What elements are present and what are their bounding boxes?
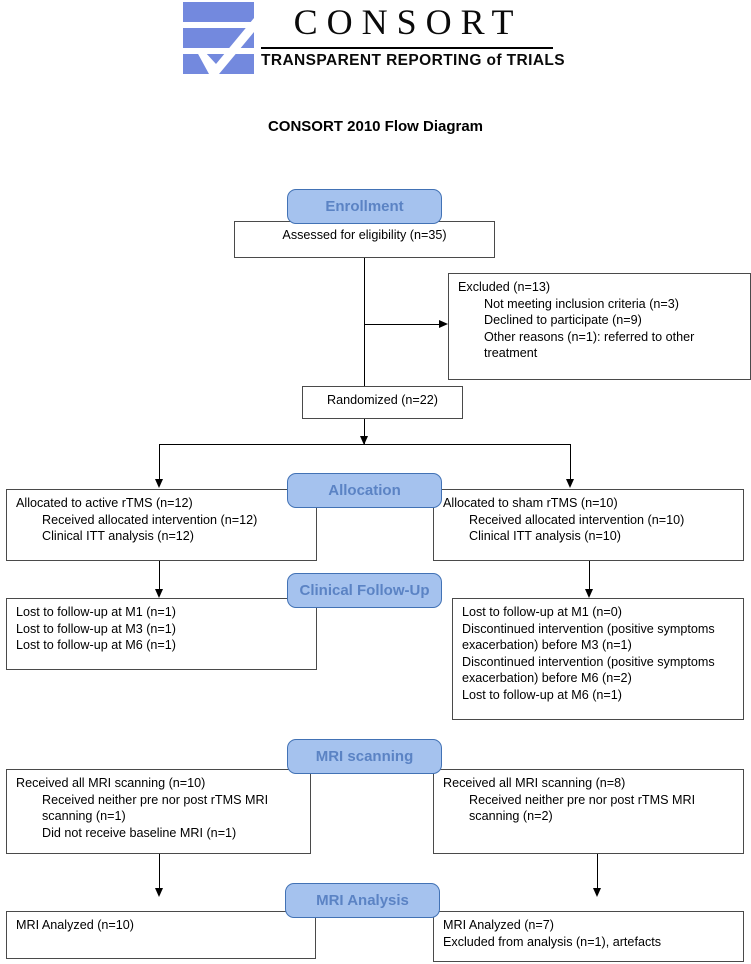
arrow-to-excluded-icon	[439, 320, 448, 328]
mri-scanning-right-heading: Received all MRI scanning (n=8)	[443, 776, 626, 790]
box-allocation-right: Allocated to sham rTMS (n=10) Received a…	[433, 489, 744, 561]
stage-pill-clinical-followup: Clinical Follow-Up	[287, 573, 442, 608]
allocation-left-item: Received allocated intervention (n=12)	[42, 512, 258, 527]
allocation-left-heading: Allocated to active rTMS (n=12)	[16, 496, 193, 510]
mri-analysis-right-item: MRI Analyzed (n=7)	[443, 918, 554, 932]
allocation-right-item: Clinical ITT analysis (n=10)	[469, 529, 621, 543]
followup-left-item: Lost to follow-up at M3 (n=1)	[16, 621, 176, 636]
followup-left-item: Lost to follow-up at M6 (n=1)	[16, 638, 176, 652]
mri-scanning-left-item: Received neither pre nor post rTMS MRI s…	[42, 792, 269, 824]
randomized-text: Randomized (n=22)	[327, 393, 438, 407]
mri-scanning-right-item: Received neither pre nor post rTMS MRI s…	[469, 792, 696, 824]
consort-logo-text: CONSORT TRANSPARENT REPORTING of TRIALS	[261, 2, 566, 78]
arrow-allocation-right-icon	[566, 479, 574, 488]
connector-alloc-to-followup-left	[159, 561, 160, 593]
excluded-reason: Other reasons (n=1): referred to other t…	[484, 329, 695, 361]
mri-scanning-left-heading: Received all MRI scanning (n=10)	[16, 776, 206, 790]
followup-right-item: Discontinued intervention (positive symp…	[462, 654, 715, 686]
mri-analysis-right-item: Excluded from analysis (n=1), artefacts	[443, 934, 662, 949]
connector-to-excluded	[364, 324, 439, 325]
excluded-reason: Not meeting inclusion criteria (n=3)	[484, 296, 679, 311]
connector-allocation-bar	[159, 444, 570, 445]
box-assessed-for-eligibility: Assessed for eligibility (n=35)	[234, 221, 495, 258]
logo-divider	[261, 47, 553, 49]
stage-pill-mri-analysis: MRI Analysis	[285, 883, 440, 918]
consort-tagline: TRANSPARENT REPORTING of TRIALS	[261, 52, 566, 69]
arrow-allocation-left-icon	[155, 479, 163, 488]
mri-scanning-left-item: Did not receive baseline MRI (n=1)	[42, 825, 237, 840]
connector-allocation-left-drop	[159, 444, 160, 484]
followup-right-item: Lost to follow-up at M6 (n=1)	[462, 687, 622, 702]
checkmark-icon	[197, 18, 254, 74]
box-followup-right: Lost to follow-up at M1 (n=0) Discontinu…	[452, 598, 744, 720]
connector-scanning-to-analysis-right	[597, 854, 598, 892]
assessed-text: Assessed for eligibility (n=35)	[282, 228, 447, 242]
arrow-analysis-right-icon	[593, 888, 601, 897]
box-mri-analysis-right: MRI Analyzed (n=7) Excluded from analysi…	[433, 911, 744, 962]
consort-wordmark: CONSORT	[293, 2, 523, 42]
followup-left-item: Lost to follow-up at M1 (n=1)	[16, 605, 176, 619]
allocation-right-heading: Allocated to sham rTMS (n=10)	[443, 496, 618, 510]
page-title: CONSORT 2010 Flow Diagram	[267, 118, 484, 135]
followup-right-item: Discontinued intervention (positive symp…	[462, 621, 715, 653]
arrow-followup-right-icon	[585, 589, 593, 598]
arrow-randomized-split-icon	[360, 436, 368, 445]
arrow-analysis-left-icon	[155, 888, 163, 897]
connector-alloc-to-followup-right	[589, 561, 590, 593]
stage-pill-enrollment: Enrollment	[287, 189, 442, 224]
box-allocation-left: Allocated to active rTMS (n=12) Received…	[6, 489, 317, 561]
followup-right-item: Lost to follow-up at M1 (n=0)	[462, 605, 622, 619]
arrow-followup-left-icon	[155, 589, 163, 598]
excluded-heading: Excluded (n=13)	[458, 280, 551, 294]
box-excluded: Excluded (n=13) Not meeting inclusion cr…	[448, 273, 751, 380]
box-mri-scanning-left: Received all MRI scanning (n=10) Receive…	[6, 769, 311, 854]
stage-pill-allocation: Allocation	[287, 473, 442, 508]
allocation-left-item: Clinical ITT analysis (n=12)	[42, 529, 194, 543]
mri-analysis-left-item: MRI Analyzed (n=10)	[16, 918, 134, 932]
logo-bar-top	[183, 2, 254, 22]
box-mri-scanning-right: Received all MRI scanning (n=8) Received…	[433, 769, 744, 854]
box-mri-analysis-left: MRI Analyzed (n=10)	[6, 911, 316, 959]
consort-logo: CONSORT TRANSPARENT REPORTING of TRIALS	[183, 2, 566, 78]
consort-logo-mark-icon	[183, 2, 254, 74]
connector-randomized-stem	[364, 419, 365, 444]
connector-enrollment-to-randomized	[364, 258, 365, 386]
excluded-reason: Declined to participate (n=9)	[484, 313, 642, 327]
box-followup-left: Lost to follow-up at M1 (n=1) Lost to fo…	[6, 598, 317, 670]
box-randomized: Randomized (n=22)	[302, 386, 463, 419]
connector-allocation-right-drop	[570, 444, 571, 484]
stage-pill-mri-scanning: MRI scanning	[287, 739, 442, 774]
allocation-right-item: Received allocated intervention (n=10)	[469, 512, 685, 527]
connector-scanning-to-analysis-left	[159, 854, 160, 892]
